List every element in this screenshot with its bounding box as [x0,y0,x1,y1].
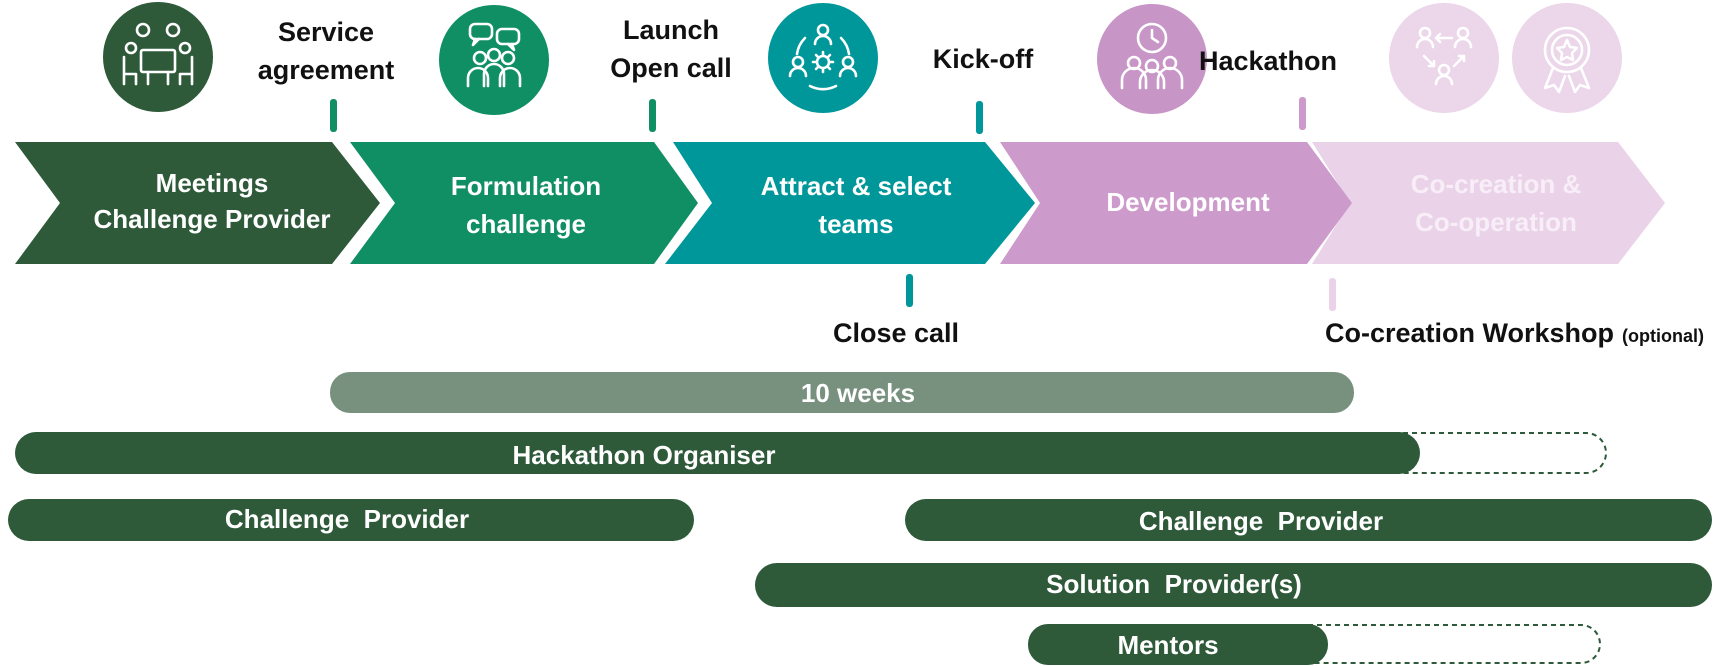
phase-chevron-formulation [350,142,698,264]
phase-attract-label-line2: teams [818,209,893,239]
milestone-hackathon-tick [1299,97,1306,130]
bar-challenge-provider-early-label: Challenge Provider [225,504,469,534]
phase-attract-label-line1: Attract & select [761,171,952,201]
bar-mentors [1028,624,1328,665]
bar-ten-weeks [330,372,1354,413]
bar-solution-providers [755,563,1712,607]
milestone-service-agreement-line1: Service [278,17,374,47]
exchange-icon-circle [1389,3,1499,113]
bar-ten-weeks-label: 10 weeks [801,378,915,408]
meeting-table-icon [103,2,213,112]
bar-solution-providers-label: Solution Provider(s) [1046,569,1302,599]
phase-chevron-cocreation [1312,142,1665,264]
milestone-hackathon-label: Hackathon [1199,46,1337,76]
team-cycle-gear-icon [768,3,878,113]
phase-cocreation-label-line1: Co-creation & [1411,169,1581,199]
meeting-icon-circle [103,2,213,112]
bar-challenge-provider-early [8,499,694,541]
milestone-service-agreement-line2: agreement [258,55,395,85]
milestone-launch-open-call-tick [649,99,656,132]
award-badge-icon [1512,3,1622,113]
milestone-launch-open-call-line2: Open call [610,53,732,83]
milestone-kick-off-label: Kick-off [933,44,1035,74]
phase-formulation-label-line2: challenge [466,209,586,239]
milestone-co-creation-workshop-tick [1329,278,1336,311]
milestone-kick-off-tick [976,101,983,134]
phase-development-label: Development [1106,187,1270,217]
phase-chevron-meetings [15,142,380,264]
group-discussion-icon [439,5,549,115]
team-icon-circle [768,3,878,113]
phase-formulation-label-line1: Formulation [451,171,601,201]
workshop-label-text: Co-creation Workshop [1325,318,1614,348]
milestone-co-creation-workshop-label: Co-creation Workshop (optional) [1325,318,1704,348]
milestone-launch-open-call-line1: Launch [623,15,719,45]
milestone-service-agreement-tick [330,99,337,132]
team-clock-icon [1097,4,1207,114]
bar-hackathon-organiser [15,432,1420,474]
milestone-close-call-label: Close call [833,318,959,348]
bar-mentors-label: Mentors [1117,630,1218,660]
phase-meetings-label-line1: Meetings [156,168,269,198]
milestone-close-call-tick [906,274,913,307]
workshop-optional-note: (optional) [1622,326,1704,346]
phase-meetings-label-line2: Challenge Provider [94,204,331,234]
phase-chevron-attract [665,142,1035,264]
phase-cocreation-label-line2: Co-operation [1415,207,1577,237]
bar-hackathon-organiser-label: Hackathon Organiser [513,440,776,470]
bar-challenge-provider-late-label: Challenge Provider [1139,506,1383,536]
phase-chevron-development [1000,142,1352,264]
exchange-people-icon [1389,3,1499,113]
bar-challenge-provider-late [905,499,1712,541]
